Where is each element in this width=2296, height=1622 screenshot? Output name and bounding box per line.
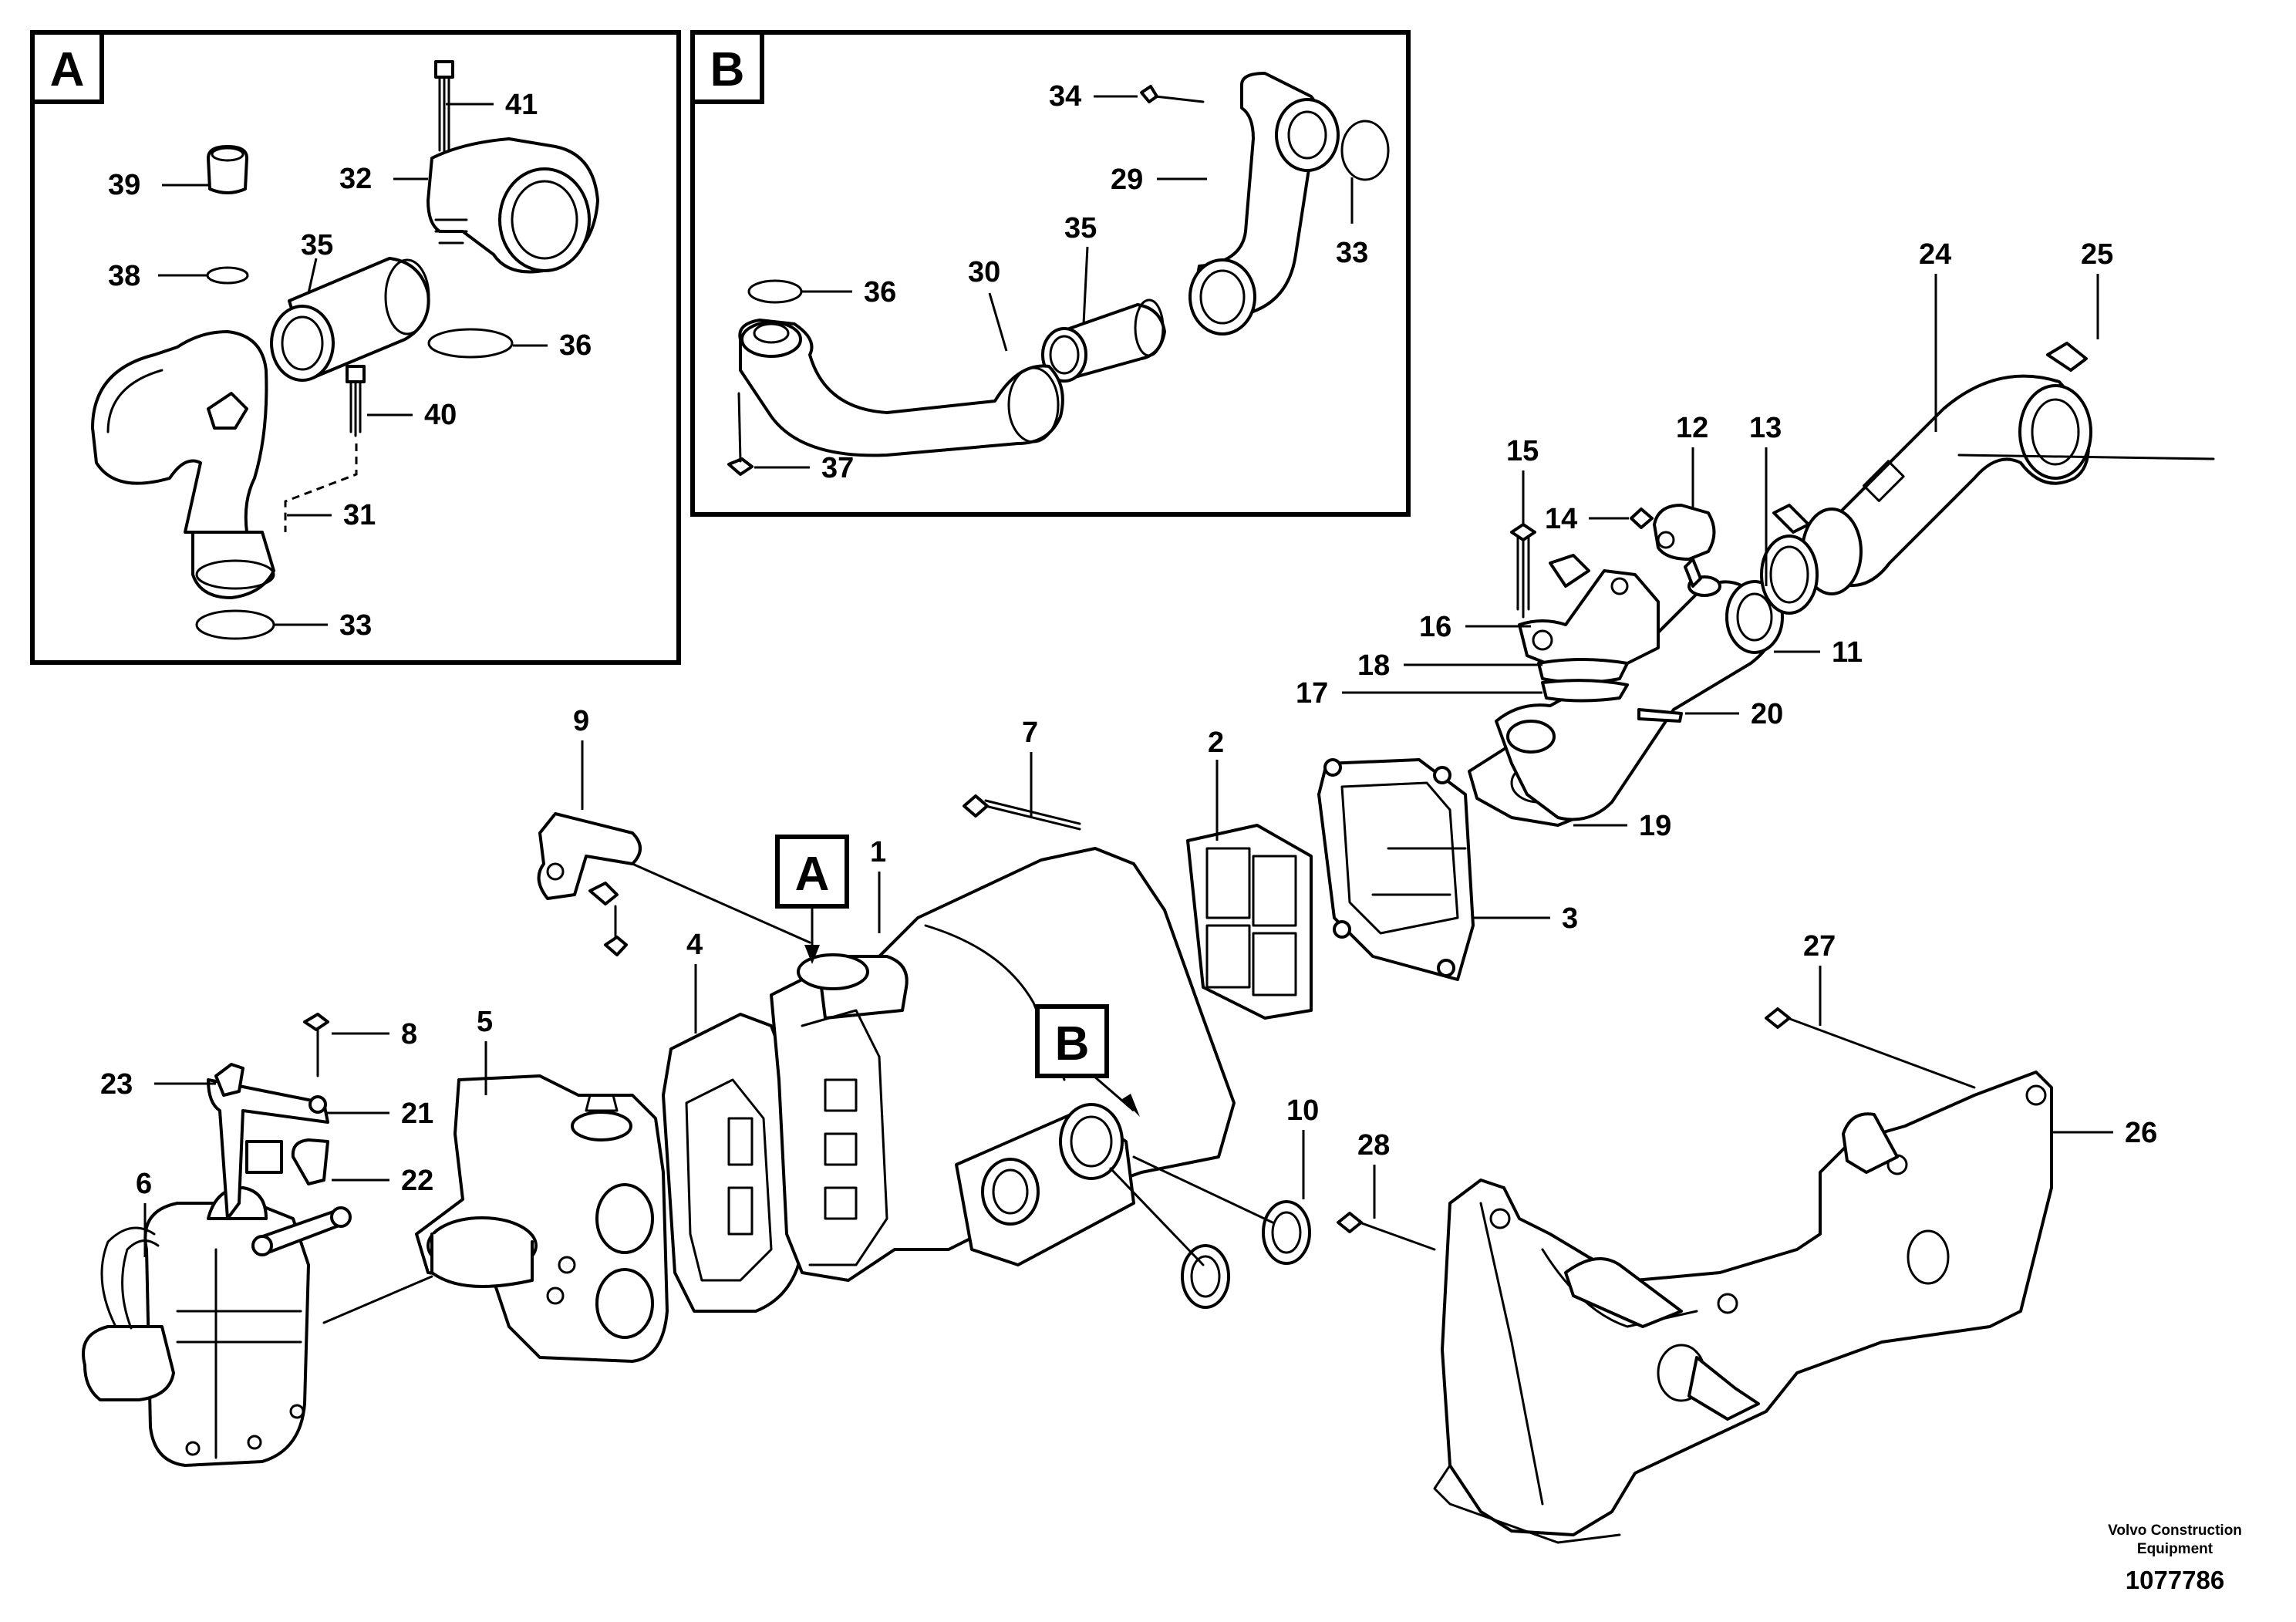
detail-a-callouts: 41 39 32 35 38 36 40 31 33 bbox=[108, 89, 592, 642]
callout-26: 26 bbox=[2125, 1117, 2157, 1149]
callout-33-b: 33 bbox=[1336, 237, 1368, 269]
callout-35-b: 35 bbox=[1064, 212, 1097, 244]
credit-block: Volvo Construction Equipment 1077786 bbox=[2108, 1523, 2242, 1594]
part-5-housing bbox=[415, 1074, 669, 1363]
callout-25: 25 bbox=[2081, 238, 2113, 271]
detail-b-label: B bbox=[710, 43, 745, 96]
callout-11: 11 bbox=[1832, 636, 1863, 669]
callout-6: 6 bbox=[136, 1168, 152, 1200]
callout-19: 19 bbox=[1639, 810, 1671, 842]
detail-b-pipe-assembly bbox=[727, 72, 1390, 476]
callout-7: 7 bbox=[1022, 717, 1038, 749]
detail-a-panel: A bbox=[30, 30, 681, 665]
part-9-bracket bbox=[537, 812, 642, 956]
callout-36-a: 36 bbox=[559, 329, 592, 362]
callout-38: 38 bbox=[108, 260, 140, 292]
part-16-valve-body bbox=[1510, 523, 1660, 703]
part-22-linkage bbox=[251, 1138, 352, 1256]
part-6-actuator bbox=[82, 1186, 310, 1467]
marker-a: A bbox=[775, 835, 849, 964]
callout-22: 22 bbox=[401, 1165, 433, 1197]
callout-27: 27 bbox=[1803, 930, 1836, 963]
callout-28: 28 bbox=[1357, 1129, 1390, 1162]
document-number: 1077786 bbox=[2126, 1566, 2224, 1594]
callout-30: 30 bbox=[968, 256, 1000, 288]
callout-16: 16 bbox=[1419, 611, 1451, 643]
callout-35-a: 35 bbox=[301, 229, 333, 261]
callout-14: 14 bbox=[1545, 503, 1577, 535]
part-3-cover bbox=[1317, 758, 1475, 981]
marker-a-label: A bbox=[795, 848, 830, 901]
callout-12: 12 bbox=[1676, 412, 1708, 444]
marker-b-label: B bbox=[1055, 1017, 1090, 1071]
callout-2: 2 bbox=[1208, 727, 1224, 759]
callout-15: 15 bbox=[1506, 435, 1539, 467]
credit-company-line2: Equipment bbox=[2137, 1541, 2213, 1557]
callout-4: 4 bbox=[686, 929, 703, 961]
callout-31: 31 bbox=[343, 499, 376, 531]
callout-1: 1 bbox=[870, 836, 886, 868]
marker-b: B bbox=[1035, 1004, 1140, 1117]
callout-39-a: 39 bbox=[108, 169, 140, 201]
detail-b-callouts: 34 29 33 36 30 35 37 bbox=[754, 80, 1368, 484]
callout-20: 20 bbox=[1751, 698, 1783, 730]
callout-36-b: 36 bbox=[864, 276, 896, 309]
part-24-hose bbox=[1760, 342, 2092, 615]
explode-lines bbox=[322, 454, 2215, 1324]
callout-9: 9 bbox=[573, 705, 589, 737]
detail-a-tag bbox=[30, 30, 104, 104]
part-12-sensor bbox=[1630, 504, 1716, 588]
callout-29: 29 bbox=[1111, 164, 1143, 196]
callout-21: 21 bbox=[401, 1098, 433, 1130]
detail-a-label: A bbox=[50, 43, 85, 96]
callout-3: 3 bbox=[1562, 902, 1578, 935]
credit-company-line1: Volvo Construction bbox=[2108, 1523, 2242, 1539]
callout-34: 34 bbox=[1049, 80, 1081, 113]
main-callouts: 1 2 3 4 5 6 7 8 9 10 11 12 13 1 bbox=[100, 238, 2157, 1257]
detail-b-panel: B bbox=[690, 30, 1411, 517]
callout-23: 23 bbox=[100, 1068, 133, 1101]
callout-41: 41 bbox=[505, 89, 538, 121]
callout-32: 32 bbox=[339, 163, 372, 195]
part-2-gasket bbox=[1186, 824, 1313, 1020]
callout-5: 5 bbox=[477, 1006, 493, 1038]
detail-a-pipe-assembly bbox=[91, 60, 599, 640]
part-11-outlet-pipe bbox=[1495, 575, 1784, 821]
callout-17: 17 bbox=[1296, 677, 1328, 710]
part-7-bolt bbox=[963, 794, 1081, 831]
callout-40: 40 bbox=[424, 399, 457, 431]
callout-10: 10 bbox=[1286, 1094, 1319, 1127]
detail-b-tag bbox=[690, 30, 764, 104]
part-21-bracket bbox=[207, 1013, 329, 1220]
part-1-main-body bbox=[770, 847, 1236, 1282]
part-10-seal-ring bbox=[1181, 1200, 1311, 1309]
main-exploded-view: A B 1 2 3 4 5 6 7 8 bbox=[82, 238, 2242, 1594]
part-26-mounting-frame bbox=[1337, 1007, 2053, 1544]
callout-13: 13 bbox=[1749, 412, 1782, 444]
callout-37: 37 bbox=[821, 452, 854, 484]
callout-18: 18 bbox=[1357, 649, 1390, 682]
callout-8: 8 bbox=[401, 1018, 417, 1050]
callout-24: 24 bbox=[1919, 238, 1951, 271]
callout-33-a: 33 bbox=[339, 609, 372, 642]
